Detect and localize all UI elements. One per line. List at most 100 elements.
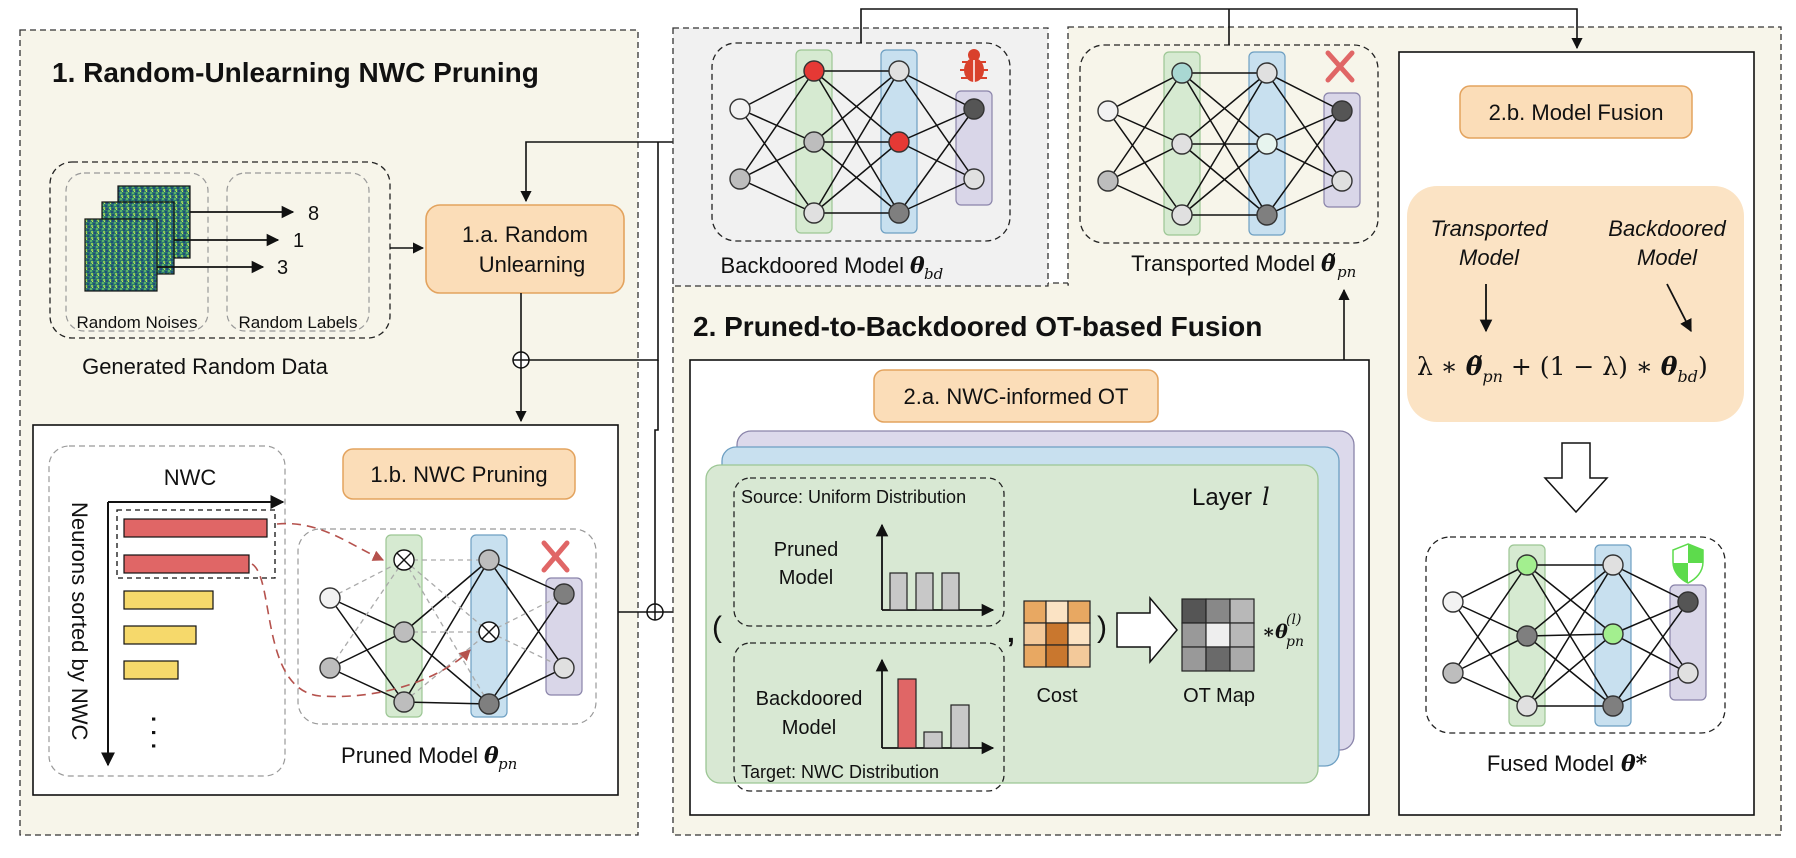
neurons-axis-label: Neurons sorted by NWC	[67, 502, 92, 741]
transported-model-symbol: θ̃	[1321, 251, 1336, 277]
cost-cell	[1023, 622, 1047, 646]
random-unlearning-label-2: Unlearning	[479, 252, 585, 277]
target-bar-2	[923, 731, 943, 749]
cost-to-ot-arrow	[1116, 595, 1178, 665]
ot-map-cell	[1181, 646, 1207, 672]
cost-label: Cost	[1036, 685, 1078, 707]
ot-map-cell	[1205, 646, 1231, 672]
formula-to-fused-arrow	[1543, 442, 1609, 514]
layer-card-front	[705, 464, 1319, 784]
pruned-network-box	[297, 528, 597, 725]
target-bar-1	[897, 678, 917, 749]
fused-network-box	[1425, 536, 1726, 734]
source-bar-2	[915, 572, 934, 611]
ot-map-cell	[1205, 622, 1231, 648]
nwc-axis-label: NWC	[164, 465, 217, 490]
section2-title: 2. Pruned-to-Backdoored OT-based Fusion	[693, 311, 1262, 342]
cost-matrix	[1023, 600, 1091, 668]
transported-model-line2: Model	[1459, 245, 1520, 270]
layer-var: l	[1262, 483, 1270, 511]
nwc-bar-1	[123, 518, 268, 538]
backdoored-to-merge2-line	[654, 360, 659, 604]
backdoored-top-connector	[860, 8, 1583, 50]
ot-map-cell	[1229, 646, 1255, 672]
fused-model-label: Fused Model	[1487, 751, 1614, 776]
backdoored-to-unlearning-line	[520, 141, 712, 203]
random-label-8: 8	[308, 203, 319, 225]
nwc-ot-label: 2.a. NWC-informed OT	[904, 384, 1129, 409]
ot-map-cell	[1229, 598, 1255, 624]
backdoored-model-line2: Model	[1637, 245, 1698, 270]
backdoored-to-formula-arrow	[1666, 283, 1692, 333]
cost-cell	[1067, 600, 1091, 624]
pruned-neuron-1-icon	[393, 549, 415, 571]
top-neurons-highlight	[116, 509, 276, 579]
random-label-3: 3	[277, 257, 288, 279]
transported-edges	[1107, 72, 1343, 216]
ot-multiplier-sub: pn	[1286, 634, 1304, 650]
ot-map-cell	[1229, 622, 1255, 648]
nwc-bar-5	[123, 660, 179, 680]
nwc-bar-3	[123, 590, 214, 610]
pruned-neuron-2-icon	[478, 621, 500, 643]
pruned-nodes	[319, 549, 575, 715]
transported-backdoor-removed-icon	[1325, 50, 1355, 83]
model-fusion-label-box	[1459, 85, 1693, 139]
target-backdoored-line1: Backdoored	[756, 688, 863, 710]
backdoored-model-sub: bd	[924, 265, 943, 283]
ot-map-cell	[1205, 598, 1231, 624]
nwc-ellipsis: · · ·	[141, 716, 166, 750]
cost-cell	[1023, 600, 1047, 624]
pruned-model-symbol: θ	[484, 743, 499, 769]
target-bar-3	[950, 704, 970, 749]
backdoored-model-line1: Backdoored	[1608, 216, 1726, 241]
transported-model-label: Transported Model	[1131, 251, 1315, 276]
fusion-formula: λ ∗ θ̃pn + (1 − λ) ∗ θbd)	[1417, 352, 1708, 386]
section1-title: 1. Random-Unlearning NWC Pruning	[52, 57, 539, 88]
fused-edges	[1452, 564, 1689, 707]
random-unlearning-label-1: 1.a. Random	[462, 222, 588, 247]
transported-model-sub: pn	[1337, 263, 1356, 281]
cost-cell	[1045, 644, 1069, 668]
pruned-model-label: Pruned Model	[341, 743, 478, 768]
backdoored-model-symbol: θ	[910, 253, 925, 279]
target-backdoored-line2: Model	[782, 717, 836, 739]
transported-model-line1: Transported	[1431, 216, 1549, 241]
close-paren: )	[1097, 611, 1107, 644]
pruned-backdoor-removed-icon	[541, 540, 570, 573]
backdoored-edges	[739, 70, 975, 214]
random-label-1: 1	[293, 230, 304, 252]
fused-nodes	[1442, 554, 1699, 717]
bug-icon	[960, 49, 988, 82]
target-box	[733, 642, 1005, 792]
noise-image-front	[84, 218, 158, 292]
shield-icon	[1672, 543, 1704, 584]
cost-cell	[1023, 644, 1047, 668]
pruning-link-arrow-bottom	[251, 563, 471, 698]
generated-data-label: Generated Random Data	[82, 354, 329, 379]
ot-multiplier-sup: (l)	[1286, 612, 1301, 628]
fused-model-symbol: θ*	[1621, 751, 1648, 777]
source-bar-1	[889, 572, 908, 611]
open-paren: (	[712, 611, 722, 644]
nwc-chart-box	[48, 445, 286, 777]
model-fusion-label: 2.b. Model Fusion	[1489, 100, 1664, 125]
source-pruned-line2: Model	[779, 567, 833, 589]
layer-label: Layer	[1192, 484, 1252, 511]
ot-map-matrix	[1181, 598, 1255, 672]
nwc-bar-2	[123, 554, 250, 574]
nwc-ot-label-box	[873, 369, 1159, 423]
comma: ,	[1007, 617, 1015, 648]
nwc-pruning-label-box	[342, 448, 576, 500]
source-bar-3	[941, 572, 960, 611]
random-noises-box	[65, 172, 209, 332]
cost-cell	[1067, 622, 1091, 646]
source-bars	[889, 572, 960, 611]
random-unlearning-box	[425, 204, 625, 294]
source-title: Source: Uniform Distribution	[741, 487, 966, 507]
ot-map-cell	[1181, 598, 1207, 624]
ot-map-label: OT Map	[1183, 685, 1255, 707]
target-title: Target: NWC Distribution	[741, 762, 939, 782]
random-labels-label: Random Labels	[238, 313, 357, 332]
